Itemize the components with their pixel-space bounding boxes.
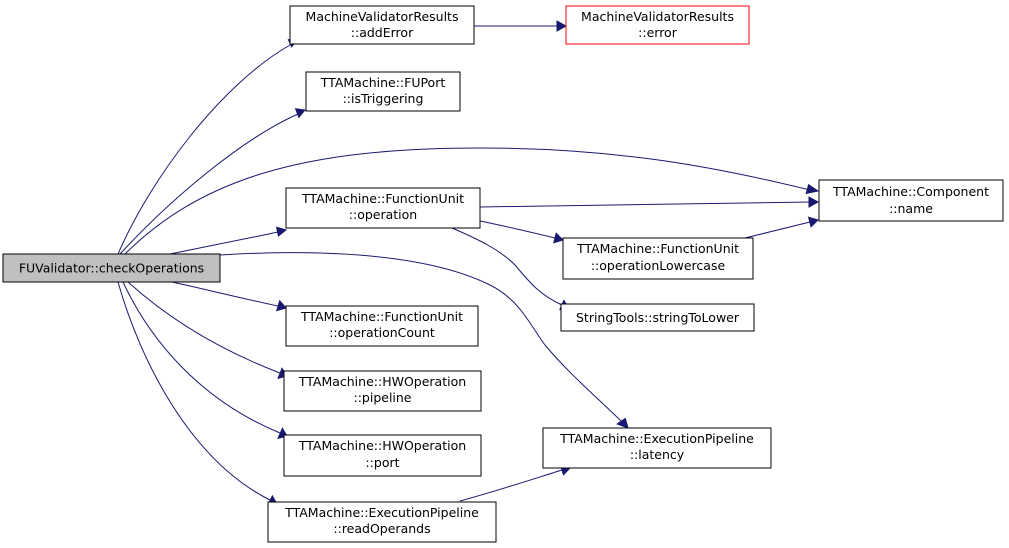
edge-operation-operationlowercase <box>479 220 564 244</box>
node-hw-pipeline[interactable]: TTAMachine::HWOperation ::pipeline <box>283 370 482 412</box>
node-hw-pipeline-line2: ::pipeline <box>353 390 411 405</box>
edge-operation-stringtolower <box>451 227 570 311</box>
node-hw-port[interactable]: TTAMachine::HWOperation ::port <box>283 434 482 477</box>
node-operationlowercase-line1: TTAMachine::FunctionUnit <box>576 241 739 256</box>
node-latency-line2: ::latency <box>630 447 685 462</box>
edge-checkoperations-name <box>124 147 820 255</box>
node-component-name-line1: TTAMachine::Component <box>832 184 989 199</box>
edge-checkoperations-pipeline <box>127 281 288 380</box>
node-fu-operation-line1: TTAMachine::FunctionUnit <box>301 191 464 206</box>
node-readoperands[interactable]: TTAMachine::ExecutionPipeline ::readOper… <box>267 501 497 543</box>
node-hw-pipeline-line1: TTAMachine::HWOperation <box>298 374 466 389</box>
edge-checkoperations-operationcount <box>171 281 287 312</box>
node-error-line2: ::error <box>638 25 678 40</box>
edge-operation-name <box>479 196 820 208</box>
node-istriggering-line2: ::isTriggering <box>343 91 424 106</box>
node-fu-operation-line2: ::operation <box>349 207 417 222</box>
node-adderror-line2: ::addError <box>351 25 414 40</box>
edge-checkoperations-readoperands <box>117 281 278 506</box>
node-latency[interactable]: TTAMachine::ExecutionPipeline ::latency <box>542 427 772 469</box>
node-readoperands-line1: TTAMachine::ExecutionPipeline <box>284 505 479 520</box>
node-stringtolower[interactable]: StringTools::stringToLower <box>560 303 755 332</box>
edge-checkoperations-adderror <box>117 39 298 255</box>
node-operationlowercase-line2: ::operationLowercase <box>591 258 726 273</box>
node-operationlowercase[interactable]: TTAMachine::FunctionUnit ::operationLowe… <box>562 237 754 280</box>
node-adderror-line1: MachineValidatorResults <box>306 9 459 24</box>
node-operationcount-line1: TTAMachine::FunctionUnit <box>300 309 463 324</box>
node-latency-line1: TTAMachine::ExecutionPipeline <box>559 431 754 446</box>
node-adderror[interactable]: MachineValidatorResults ::addError <box>289 5 475 45</box>
edge-checkoperations-latency <box>219 252 629 429</box>
node-readoperands-line2: ::readOperands <box>333 521 430 536</box>
node-error[interactable]: MachineValidatorResults ::error <box>565 5 750 45</box>
node-stringtolower-label: StringTools::stringToLower <box>576 310 740 325</box>
node-fu-operation[interactable]: TTAMachine::FunctionUnit ::operation <box>285 187 481 229</box>
node-operationcount-line2: ::operationCount <box>329 325 435 340</box>
node-component-name-line2: ::name <box>889 201 933 216</box>
node-hw-port-line2: ::port <box>365 455 399 470</box>
edge-checkoperations-istriggering <box>119 108 306 255</box>
node-error-line1: MachineValidatorResults <box>581 9 734 24</box>
node-component-name[interactable]: TTAMachine::Component ::name <box>818 179 1004 222</box>
edge-operationlowercase-name <box>744 216 819 239</box>
node-istriggering[interactable]: TTAMachine::FUPort ::isTriggering <box>305 71 461 112</box>
node-operationcount[interactable]: TTAMachine::FunctionUnit ::operationCoun… <box>285 305 479 347</box>
node-istriggering-line1: TTAMachine::FUPort <box>320 75 446 90</box>
node-checkoperations[interactable]: FUValidator::checkOperations <box>2 253 221 283</box>
node-checkoperations-label: FUValidator::checkOperations <box>19 261 204 276</box>
node-hw-port-line1: TTAMachine::HWOperation <box>298 438 466 453</box>
edge-checkoperations-operation <box>169 226 288 255</box>
edge-adderror-error <box>474 20 568 32</box>
